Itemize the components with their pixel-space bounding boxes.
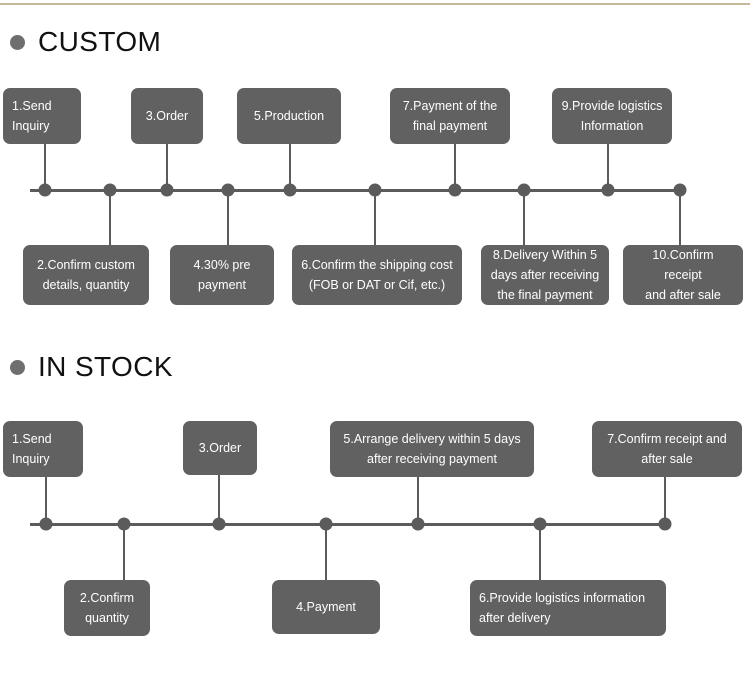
step-label-custom-7: 7.Payment of the final payment (402, 98, 498, 133)
timeline-node-custom-5[interactable] (283, 183, 297, 197)
connector-stem-custom-9 (607, 144, 609, 190)
connector-stem-in-stock-2 (123, 524, 125, 580)
timeline-node-custom-9[interactable] (601, 183, 615, 197)
step-box-custom-10[interactable]: 10.Confirm receipt and after sale (623, 245, 743, 305)
timeline-axis-custom (30, 189, 681, 192)
step-label-in-stock-3: 3.Order (198, 440, 242, 455)
step-box-custom-9[interactable]: 9.Provide logistics Information (552, 88, 672, 144)
step-box-in-stock-5[interactable]: 5.Arrange delivery within 5 days after r… (330, 421, 534, 477)
step-box-custom-4[interactable]: 4.30% pre payment (170, 245, 274, 305)
step-box-in-stock-7[interactable]: 7.Confirm receipt and after sale (592, 421, 742, 477)
section-heading-custom: CUSTOM (10, 28, 161, 56)
step-box-custom-6[interactable]: 6.Confirm the shipping cost (FOB or DAT … (292, 245, 462, 305)
step-box-in-stock-1[interactable]: 1.Send Inquiry (3, 421, 83, 477)
step-label-custom-4: 4.30% pre payment (193, 257, 251, 292)
step-label-in-stock-4: 4.Payment (296, 599, 356, 614)
connector-stem-in-stock-7 (664, 477, 666, 524)
timeline-node-in-stock-3[interactable] (212, 517, 226, 531)
timeline-axis-in-stock (30, 523, 666, 526)
connector-stem-in-stock-4 (325, 524, 327, 580)
connector-stem-custom-3 (166, 144, 168, 190)
step-label-custom-5: 5.Production (253, 108, 325, 123)
step-box-custom-8[interactable]: 8.Delivery Within 5 days after receiving… (481, 245, 609, 305)
step-label-in-stock-6: 6.Provide logistics information after de… (479, 590, 646, 625)
step-label-custom-6: 6.Confirm the shipping cost (FOB or DAT … (301, 257, 453, 292)
step-box-custom-3[interactable]: 3.Order (131, 88, 203, 144)
connector-stem-in-stock-3 (218, 475, 220, 524)
section-heading-in-stock: IN STOCK (10, 353, 173, 381)
step-label-custom-9: 9.Provide logistics Information (561, 98, 663, 133)
step-label-custom-1: 1.Send Inquiry (12, 98, 52, 133)
timeline-node-in-stock-5[interactable] (411, 517, 425, 531)
connector-stem-custom-6 (374, 190, 376, 245)
step-label-custom-10: 10.Confirm receipt and after sale (645, 247, 721, 303)
step-box-in-stock-3[interactable]: 3.Order (183, 421, 257, 475)
connector-stem-custom-7 (454, 144, 456, 190)
step-box-custom-2[interactable]: 2.Confirm custom details, quantity (23, 245, 149, 305)
connector-stem-custom-10 (679, 190, 681, 245)
step-label-in-stock-7: 7.Confirm receipt and after sale (607, 431, 727, 466)
connector-stem-custom-4 (227, 190, 229, 245)
section-title-custom: CUSTOM (38, 26, 162, 57)
step-label-in-stock-2: 2.Confirm quantity (79, 590, 135, 625)
timeline-node-in-stock-1[interactable] (39, 517, 53, 531)
filled-circle-icon (10, 34, 25, 50)
top-divider-rule (0, 3, 750, 5)
step-box-in-stock-6[interactable]: 6.Provide logistics information after de… (470, 580, 666, 636)
step-label-custom-3: 3.Order (145, 108, 189, 123)
step-label-in-stock-5: 5.Arrange delivery within 5 days after r… (343, 431, 521, 466)
step-box-in-stock-4[interactable]: 4.Payment (272, 580, 380, 634)
filled-circle-icon (10, 359, 25, 375)
connector-stem-custom-5 (289, 144, 291, 190)
step-box-custom-5[interactable]: 5.Production (237, 88, 341, 144)
step-box-custom-7[interactable]: 7.Payment of the final payment (390, 88, 510, 144)
step-label-custom-2: 2.Confirm custom details, quantity (37, 257, 135, 292)
timeline-node-custom-3[interactable] (160, 183, 174, 197)
connector-stem-in-stock-1 (45, 477, 47, 524)
connector-stem-custom-8 (523, 190, 525, 245)
timeline-node-in-stock-7[interactable] (658, 517, 672, 531)
connector-stem-custom-2 (109, 190, 111, 245)
step-box-custom-1[interactable]: 1.Send Inquiry (3, 88, 81, 144)
connector-stem-in-stock-6 (539, 524, 541, 580)
connector-stem-in-stock-5 (417, 477, 419, 524)
section-title-in-stock: IN STOCK (38, 351, 173, 382)
step-label-in-stock-1: 1.Send Inquiry (12, 431, 52, 466)
step-label-custom-8: 8.Delivery Within 5 days after receiving… (490, 247, 600, 303)
timeline-node-custom-7[interactable] (448, 183, 462, 197)
step-box-in-stock-2[interactable]: 2.Confirm quantity (64, 580, 150, 636)
connector-stem-custom-1 (44, 144, 46, 190)
timeline-node-custom-1[interactable] (38, 183, 52, 197)
